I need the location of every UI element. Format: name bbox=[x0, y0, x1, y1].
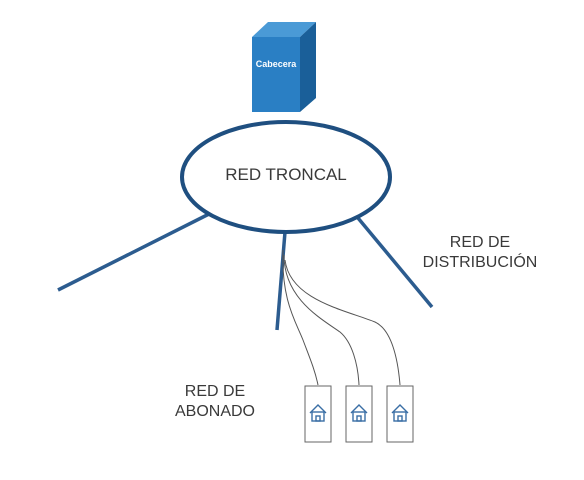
home-frame bbox=[304, 385, 332, 443]
distribution-line-right bbox=[356, 216, 434, 309]
subscriber-label: RED DE ABONADO bbox=[150, 382, 280, 422]
server-top-face bbox=[252, 22, 316, 37]
house-icon bbox=[309, 404, 327, 422]
headend-label: Cabecera bbox=[255, 59, 297, 69]
distribution-label: RED DE DISTRIBUCIÓN bbox=[405, 233, 555, 273]
distribution-label-line2: DISTRIBUCIÓN bbox=[422, 254, 538, 271]
trunk-label: RED TRONCAL bbox=[225, 165, 347, 184]
house-icon bbox=[391, 404, 409, 422]
distribution-label-line1: RED DE bbox=[449, 234, 511, 251]
server-side-face bbox=[300, 22, 316, 112]
home-2 bbox=[345, 385, 373, 443]
house-icon bbox=[350, 404, 368, 422]
subscriber-label-line1: RED DE bbox=[184, 383, 246, 400]
distribution-line-center bbox=[275, 231, 287, 331]
home-1 bbox=[304, 385, 332, 443]
home-frame bbox=[345, 385, 373, 443]
drop-cable-2 bbox=[283, 254, 360, 386]
drop-cable-3 bbox=[284, 259, 401, 386]
server-front-face bbox=[252, 37, 300, 112]
headend-server bbox=[252, 22, 316, 112]
distribution-line-left bbox=[57, 211, 212, 292]
drop-cable-1 bbox=[282, 249, 319, 386]
home-frame bbox=[386, 385, 414, 443]
drop-cables bbox=[282, 249, 401, 386]
trunk-network-ring bbox=[180, 120, 392, 234]
home-3 bbox=[386, 385, 414, 443]
subscriber-label-line2: ABONADO bbox=[174, 403, 255, 420]
